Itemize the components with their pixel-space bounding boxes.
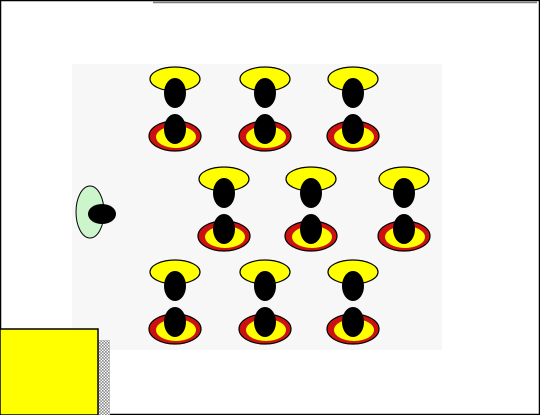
corner-box-fill <box>0 329 98 415</box>
corner-box <box>0 329 110 415</box>
corner-box-shadow <box>98 340 110 415</box>
figure-panel <box>72 64 442 350</box>
